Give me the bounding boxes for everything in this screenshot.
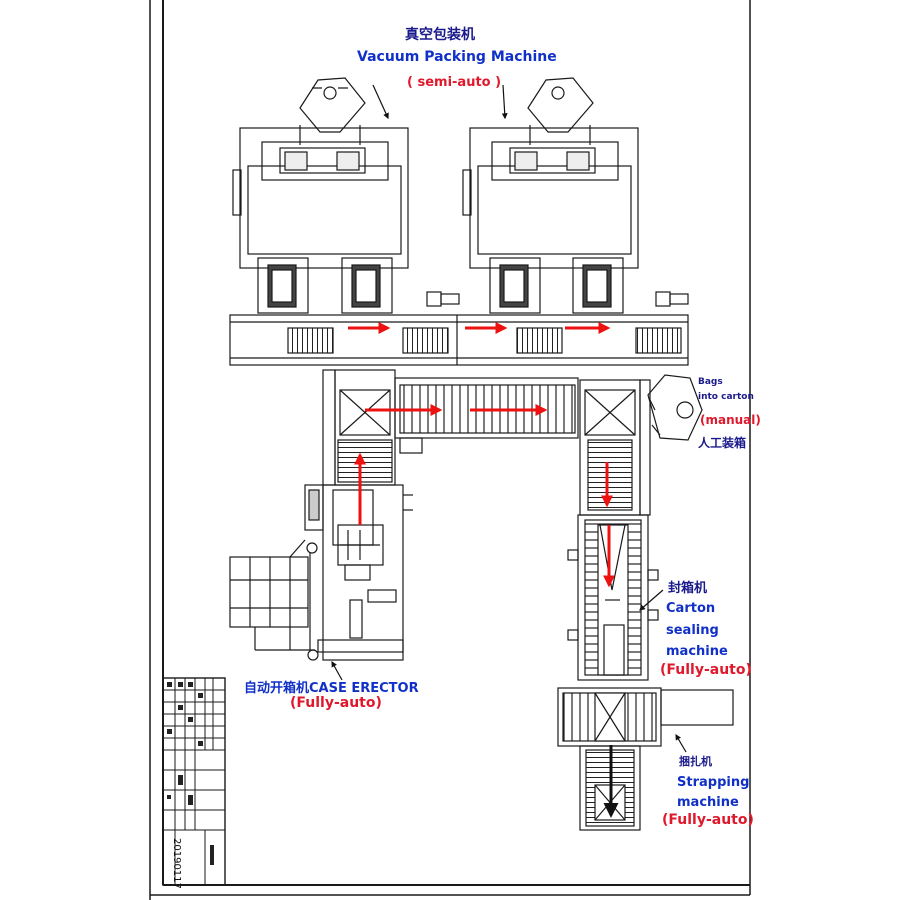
strapping-line-1: Strapping (677, 775, 750, 790)
vacuum-outfeed-conveyor (229, 291, 689, 366)
sealer-title-cn: 封箱机 (668, 581, 708, 596)
strapping-title-cn: 捆扎机 (679, 755, 712, 768)
sealer-line-2: sealing (666, 623, 719, 638)
carton-sealer (567, 514, 659, 681)
title-block-date: 20190117 (171, 838, 182, 889)
case-erector (229, 484, 413, 661)
strapping-mode: (Fully-auto) (662, 812, 754, 828)
vacuum-title-en: Vacuum Packing Machine (357, 49, 557, 65)
vacuum-title-cn: 真空包装机 (405, 27, 475, 43)
manual-line-1: Bags (698, 377, 723, 387)
flow-arrows (348, 322, 615, 588)
vacuum-mode: ( semi-auto ) (407, 75, 502, 90)
sealer-mode: (Fully-auto) (660, 662, 752, 678)
manual-title-cn: 人工装箱 (698, 436, 747, 450)
case-infeed-conveyor (322, 369, 651, 516)
sealer-line-3: machine (666, 644, 728, 659)
title-block (162, 677, 226, 886)
sealer-line-1: Carton (666, 601, 716, 616)
manual-line-2: into carton (698, 392, 754, 402)
erector-mode: (Fully-auto) (290, 695, 382, 711)
erector-title: 自动开箱机CASE ERECTOR (244, 681, 419, 696)
vacuum-machine-1 (232, 77, 409, 314)
title-block-marks (167, 682, 214, 865)
leader-lines (331, 84, 687, 753)
manual-operator (647, 374, 703, 441)
manual-mode: (manual) (700, 413, 761, 427)
strapping-line-2: machine (677, 795, 739, 810)
vacuum-machine-2 (462, 77, 639, 314)
